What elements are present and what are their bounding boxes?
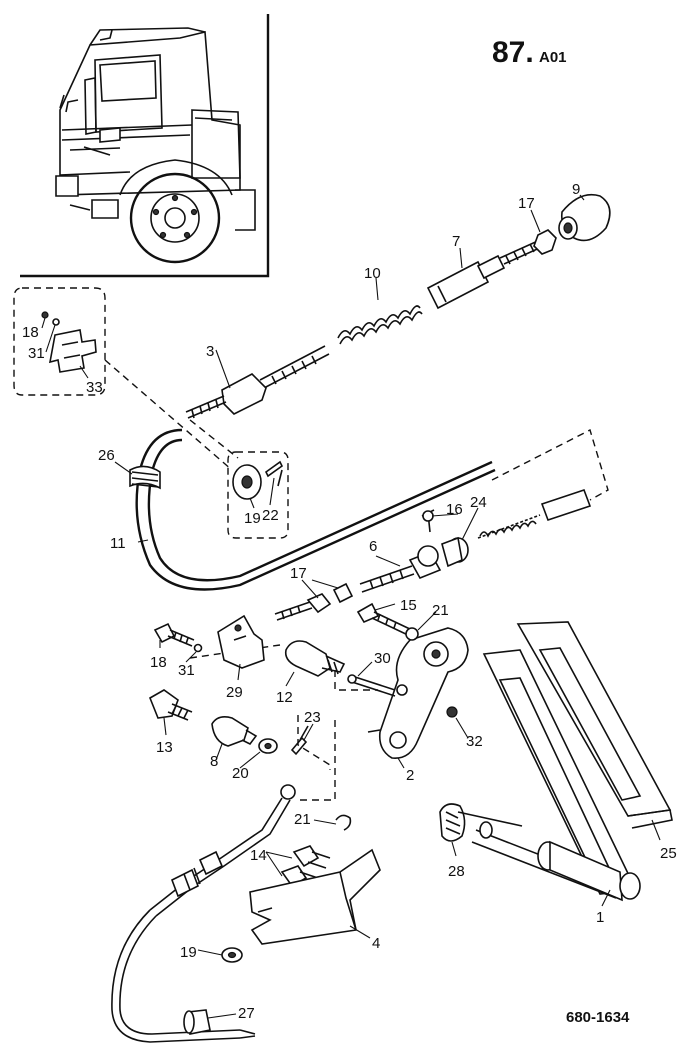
callout-13: 13 xyxy=(156,739,173,756)
callout-28: 28 xyxy=(448,863,465,880)
callout-30: 30 xyxy=(374,650,391,667)
drawing-reference: 680-1634 xyxy=(566,1009,630,1026)
callout-9: 9 xyxy=(572,181,580,198)
callout-25: 25 xyxy=(660,845,677,862)
callout-numbers: 18 31 33 3 10 7 17 9 26 11 19 22 16 24 6… xyxy=(22,181,677,1022)
callout-20: 20 xyxy=(232,765,249,782)
leader-lines xyxy=(41,194,661,1019)
callout-22: 22 xyxy=(262,507,279,524)
conduit-fitting-3 xyxy=(185,345,330,419)
callout-21-upper: 21 xyxy=(432,602,449,619)
detail-box-washer xyxy=(227,451,289,539)
callout-19-lower: 19 xyxy=(180,944,197,961)
callout-7: 7 xyxy=(452,233,460,250)
callout-29: 29 xyxy=(226,684,243,701)
callout-17-mid: 17 xyxy=(290,565,307,582)
bracket-detail xyxy=(41,311,97,373)
callout-8: 8 xyxy=(210,753,218,770)
callout-11: 11 xyxy=(110,535,126,552)
callout-18-lower: 18 xyxy=(150,654,167,671)
callout-12: 12 xyxy=(276,689,293,706)
callout-24: 24 xyxy=(470,494,487,511)
accelerator-pedal-25 xyxy=(439,621,673,902)
callout-14: 14 xyxy=(250,847,267,864)
callout-15: 15 xyxy=(400,597,417,614)
callout-27: 27 xyxy=(238,1005,255,1022)
truck-cab-inset xyxy=(20,14,270,278)
page-number: 87. xyxy=(492,36,534,69)
cable-conduit-11 xyxy=(129,428,496,591)
detail-box-bracket xyxy=(13,287,106,396)
callout-6: 6 xyxy=(369,538,377,555)
lower-cable-assembly xyxy=(111,784,381,1043)
callout-32: 32 xyxy=(466,733,483,750)
page-suffix: A01 xyxy=(539,49,567,66)
rod-spring-knob xyxy=(337,193,611,345)
adjuster-6 xyxy=(274,509,442,621)
callout-17-top: 17 xyxy=(518,195,535,212)
callout-33: 33 xyxy=(86,379,103,396)
cable-end-spring xyxy=(441,488,592,568)
callout-19-top: 19 xyxy=(244,510,261,527)
callout-26: 26 xyxy=(98,447,115,464)
callout-2: 2 xyxy=(406,767,414,784)
callout-31-lower: 31 xyxy=(178,662,195,679)
callout-23: 23 xyxy=(304,709,321,726)
washer-cotter-detail xyxy=(232,460,284,500)
callout-18: 18 xyxy=(22,324,39,341)
callout-31: 31 xyxy=(28,345,45,362)
callout-4: 4 xyxy=(372,935,380,952)
callout-10: 10 xyxy=(364,265,381,282)
small-parts-left xyxy=(148,614,346,756)
callout-1: 1 xyxy=(596,909,604,926)
callout-16: 16 xyxy=(446,501,463,518)
lever-arm-2 xyxy=(347,602,469,759)
callout-21-lower: 21 xyxy=(294,811,311,828)
callout-3: 3 xyxy=(206,343,214,360)
